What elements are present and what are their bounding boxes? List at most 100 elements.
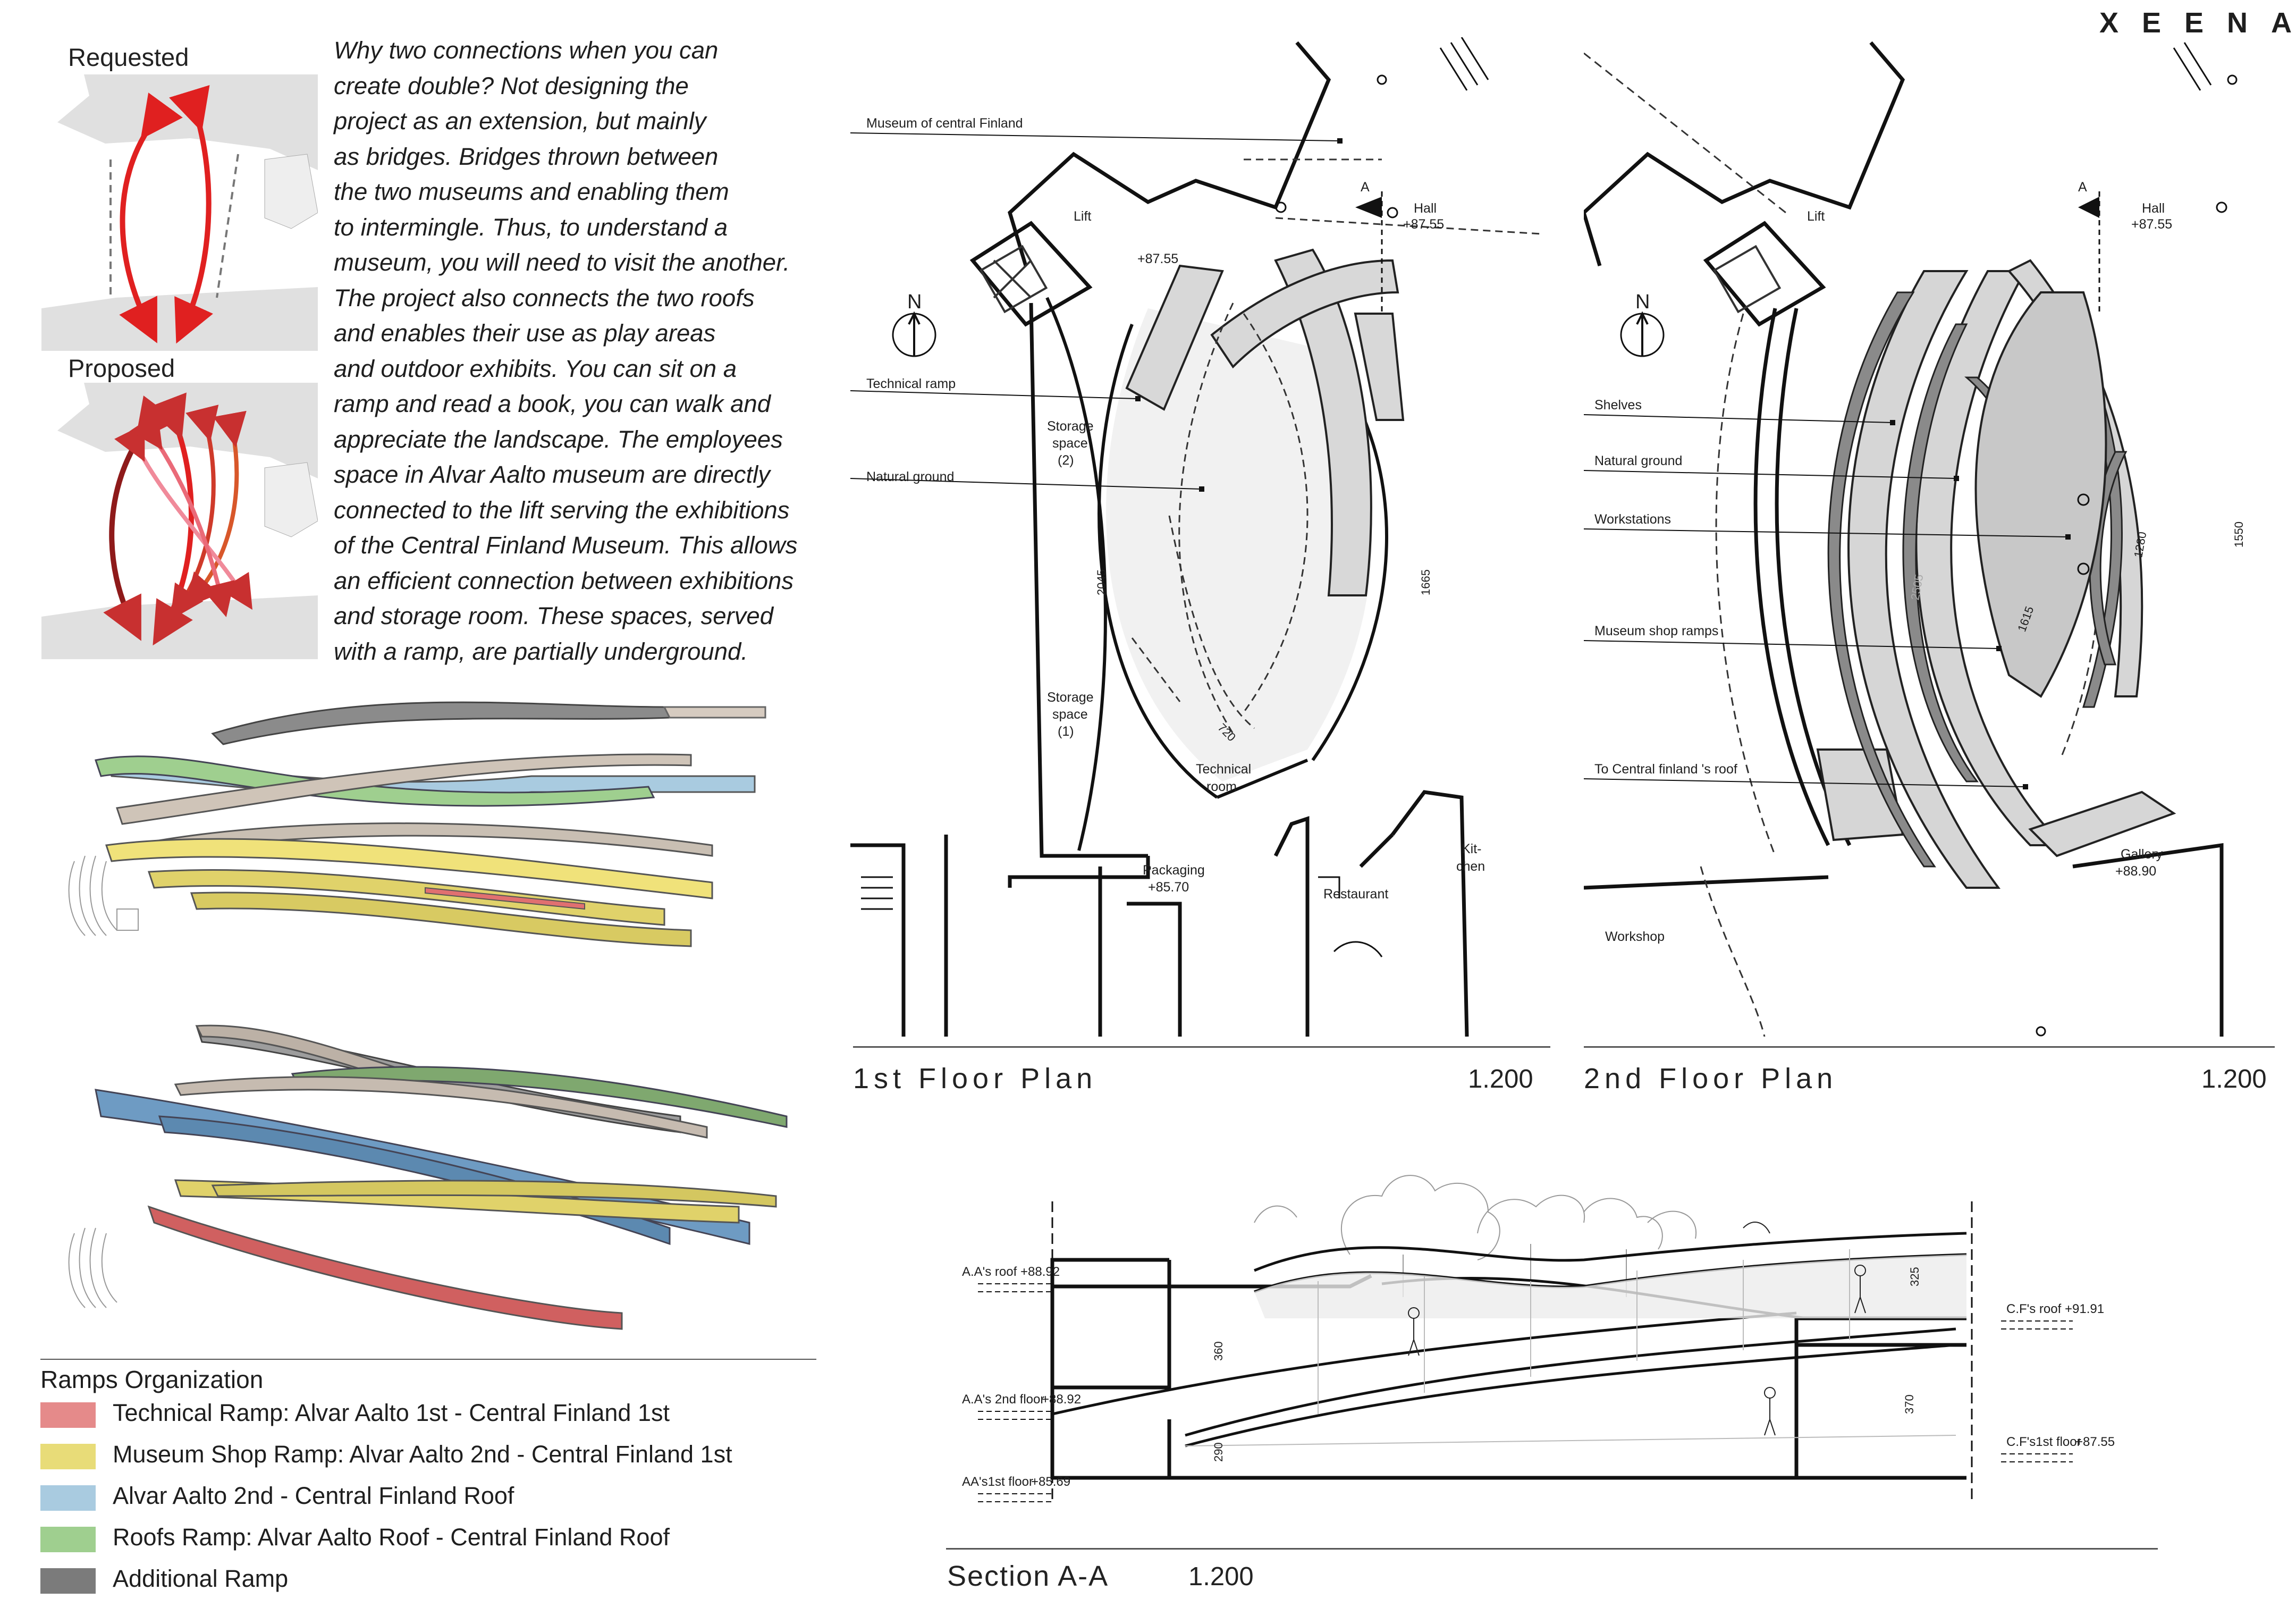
essay-line: connected to the lift serving the exhibi… bbox=[334, 496, 790, 524]
legend-label: Alvar Aalto 2nd - Central Finland Roof bbox=[113, 1482, 514, 1509]
essay-line: appreciate the landscape. The employees bbox=[334, 425, 783, 453]
level-value: +85.69 bbox=[1031, 1475, 1070, 1489]
legend-label: Technical Ramp: Alvar Aalto 1st - Centra… bbox=[113, 1399, 670, 1426]
essay-line: project as an extension, but mainly bbox=[334, 107, 706, 134]
concept-essay: Why two connections when you can create … bbox=[334, 33, 823, 669]
section-title: Section A-A bbox=[947, 1560, 1109, 1592]
legend-label: Roofs Ramp: Alvar Aalto Roof - Central F… bbox=[113, 1524, 670, 1551]
label-kitchen: Kit- bbox=[1462, 842, 1482, 856]
label-shelves: Shelves bbox=[1594, 398, 1642, 413]
proposed-label: Proposed bbox=[68, 354, 175, 382]
label-level: +87.55 bbox=[1137, 251, 1178, 266]
legend-label: Museum Shop Ramp: Alvar Aalto 2nd - Cent… bbox=[113, 1441, 732, 1468]
ramps-axonometric-top bbox=[68, 701, 766, 947]
plan2-title: 2nd Floor Plan bbox=[1584, 1063, 1838, 1095]
essay-line: create double? Not designing the bbox=[334, 72, 689, 99]
label-museum-central-finland: Museum of central Finland bbox=[866, 116, 1023, 131]
section-a-a: A.A's roof +88.92 A.A's 2nd floor +88.92… bbox=[962, 1175, 2115, 1502]
dim-label: 1550 bbox=[2232, 521, 2246, 548]
essay-line: an efficient connection between exhibiti… bbox=[334, 567, 794, 594]
first-floor-plan: Museum of central Finland Lift N A Hall … bbox=[850, 37, 1542, 1037]
requested-label: Requested bbox=[68, 43, 189, 71]
label-natural-ground: Natural ground bbox=[866, 469, 954, 484]
label-workshop: Workshop bbox=[1605, 929, 1665, 944]
label-storage1: space bbox=[1052, 707, 1088, 722]
label-packaging-level: +85.70 bbox=[1148, 880, 1189, 895]
legend-swatch bbox=[40, 1444, 96, 1469]
brand-logo: XEENA bbox=[2099, 7, 2296, 39]
label-to-cf-roof: To Central finland 's roof bbox=[1594, 762, 1737, 777]
level-value: +88.92 bbox=[1042, 1392, 1081, 1407]
essay-line: museum, you will need to visit the anoth… bbox=[334, 249, 790, 276]
label-technical-room: Technical bbox=[1196, 762, 1251, 777]
legend-divider bbox=[40, 1359, 816, 1360]
essay-line: and enables their use as play areas bbox=[334, 319, 716, 347]
essay-line: with a ramp, are partially underground. bbox=[334, 637, 748, 665]
legend-label: Additional Ramp bbox=[113, 1565, 289, 1592]
level-label-cf-1st: C.F's1st floor bbox=[2006, 1435, 2081, 1449]
essay-line: to intermingle. Thus, to understand a bbox=[334, 213, 728, 241]
label-technical-room: room bbox=[1206, 779, 1237, 794]
label-storage1: (1) bbox=[1058, 724, 1074, 739]
label-storage2: Storage bbox=[1047, 419, 1094, 434]
label-storage2: space bbox=[1052, 436, 1088, 451]
label-gallery-level: +88.90 bbox=[2115, 864, 2156, 879]
level-value: +88.92 bbox=[1020, 1265, 1060, 1279]
ramps-axonometric-bottom bbox=[68, 1024, 788, 1330]
legend-swatch bbox=[40, 1485, 96, 1511]
dim-label: 325 bbox=[1908, 1267, 1921, 1286]
label-lift: Lift bbox=[1074, 209, 1091, 224]
label-hall: Hall bbox=[1414, 201, 1437, 216]
essay-line: the two museums and enabling them bbox=[334, 178, 729, 205]
label-hall: Hall bbox=[2142, 201, 2165, 216]
essay-line: of the Central Finland Museum. This allo… bbox=[334, 532, 798, 559]
plan1-divider bbox=[853, 1046, 1550, 1048]
requested-diagram bbox=[41, 74, 318, 351]
proposed-diagram bbox=[41, 383, 318, 659]
label-workstations: Workstations bbox=[1594, 512, 1671, 527]
legend-title: Ramps Organization bbox=[40, 1366, 264, 1393]
essay-line: Why two connections when you can bbox=[334, 37, 719, 64]
label-lift: Lift bbox=[1807, 209, 1825, 224]
level-label-aa-roof: A.A's roof bbox=[962, 1265, 1017, 1279]
north-label: N bbox=[1635, 291, 1650, 313]
label-kitchen: chen bbox=[1456, 859, 1485, 874]
label-hall-level: +87.55 bbox=[2131, 217, 2172, 232]
essay-line: space in Alvar Aalto museum are directly bbox=[334, 461, 771, 488]
label-packaging: Packaging bbox=[1143, 863, 1205, 878]
level-label-aa-1st: AA's1st floor bbox=[962, 1475, 1033, 1489]
section-divider bbox=[946, 1548, 2158, 1550]
dim-label: 1665 bbox=[1419, 569, 1432, 595]
label-storage1: Storage bbox=[1047, 690, 1094, 705]
dim-label: 360 bbox=[1212, 1341, 1225, 1361]
essay-line: The project also connects the two roofs bbox=[334, 284, 755, 312]
legend-swatch bbox=[40, 1568, 96, 1594]
plan2-scale: 1.200 bbox=[2201, 1065, 2267, 1093]
level-label-aa-2nd: A.A's 2nd floor bbox=[962, 1392, 1044, 1407]
section-marker-label: A bbox=[1361, 180, 1370, 195]
essay-line: and storage room. These spaces, served bbox=[334, 602, 774, 629]
legend-swatch bbox=[40, 1527, 96, 1552]
dim-label: 370 bbox=[1903, 1394, 1916, 1414]
essay-line: as bridges. Bridges thrown between bbox=[334, 142, 719, 170]
dim-label: 2045 bbox=[1095, 569, 1108, 595]
plan1-scale: 1.200 bbox=[1468, 1065, 1533, 1093]
label-natural-ground: Natural ground bbox=[1594, 453, 1682, 468]
plan1-title: 1st Floor Plan bbox=[853, 1063, 1098, 1095]
label-restaurant: Restaurant bbox=[1323, 887, 1388, 902]
section-scale: 1.200 bbox=[1188, 1562, 1254, 1591]
north-label: N bbox=[907, 291, 922, 313]
label-gallery: Gallery bbox=[2121, 847, 2163, 862]
level-value: +87.55 bbox=[2075, 1435, 2115, 1449]
label-hall-level: +87.55 bbox=[1403, 217, 1444, 232]
label-storage2: (2) bbox=[1058, 453, 1074, 468]
level-value: +91.91 bbox=[2065, 1302, 2104, 1316]
legend-swatch bbox=[40, 1402, 96, 1428]
essay-line: ramp and read a book, you can walk and bbox=[334, 390, 771, 417]
section-marker-label: A bbox=[2078, 180, 2087, 195]
label-museum-shop-ramps: Museum shop ramps bbox=[1594, 624, 1718, 638]
essay-line: and outdoor exhibits. You can sit on a bbox=[334, 355, 737, 382]
plan2-divider bbox=[1584, 1046, 2275, 1048]
second-floor-plan: Lift N A Hall +87.55 Shelves Natural gro… bbox=[1584, 41, 2246, 1037]
label-technical-ramp: Technical ramp bbox=[866, 376, 956, 391]
